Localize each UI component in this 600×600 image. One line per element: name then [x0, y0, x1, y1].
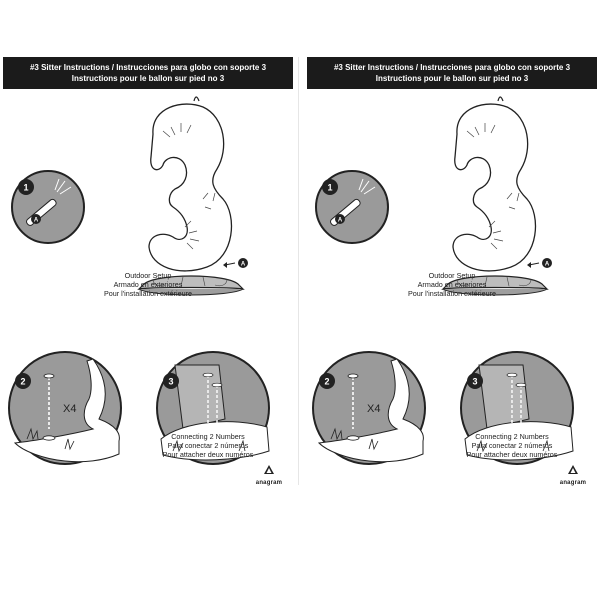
- instruction-panel-left: #3 Sitter Instructions / Instrucciones p…: [3, 57, 293, 486]
- hanging-loop: [497, 96, 504, 102]
- header-line-2: Instructions pour le ballon sur pied no …: [71, 74, 225, 83]
- header-line-1: #3 Sitter Instructions / Instrucciones p…: [29, 63, 267, 72]
- connect-caption-es: Para conectar 2 números: [471, 441, 553, 450]
- callout-a-badge: [542, 258, 552, 268]
- balloon-pair-front: [160, 421, 270, 461]
- outdoor-caption-en: Outdoor Setup: [428, 271, 476, 280]
- instruction-illustrations: A A 1 X4 2: [8, 96, 270, 465]
- connect-caption-fr: Pour attacher deux numéros: [162, 450, 254, 459]
- anagram-logo: anagram: [553, 461, 593, 486]
- callout-a-label: A: [545, 261, 550, 267]
- balloon-pair-front: [464, 421, 574, 461]
- outdoor-setup-caption: Outdoor Setup Armado en exteriores Pour …: [73, 271, 223, 298]
- outdoor-caption-fr: Pour l'installation extérieure: [103, 289, 193, 298]
- outdoor-caption-fr: Pour l'installation extérieure: [407, 289, 497, 298]
- callout-a-label: A: [241, 261, 246, 267]
- step-1-callout-a: A: [34, 217, 39, 223]
- connect-caption-es: Para conectar 2 números: [167, 441, 249, 450]
- balloon-pair-back: [174, 364, 226, 430]
- grass-tufts: [26, 427, 75, 451]
- grass-tufts: [330, 427, 379, 451]
- connect-caption-en: Connecting 2 Numbers: [475, 432, 549, 441]
- panel-separator: [298, 57, 299, 485]
- balloon-edge: [13, 358, 120, 463]
- step-3-badge: [467, 373, 483, 389]
- balloon-creases: [162, 123, 216, 250]
- outdoor-setup-caption: Outdoor Setup Armado en exteriores Pour …: [377, 271, 527, 298]
- balloon-pair-back: [478, 364, 530, 430]
- step-3-number: 3: [168, 377, 173, 387]
- hanging-loop: [193, 96, 200, 102]
- air-lines: [358, 178, 376, 195]
- connecting-caption: Connecting 2 Numbers Para conectar 2 núm…: [427, 432, 597, 459]
- outdoor-caption-es: Armado en exteriores: [417, 280, 487, 289]
- step-1-callout-a: A: [338, 217, 343, 223]
- header-line-1: #3 Sitter Instructions / Instrucciones p…: [333, 63, 571, 72]
- step-3-number: 3: [472, 377, 477, 387]
- air-lines: [54, 178, 72, 195]
- instructions-header: #3 Sitter Instructions / Instrucciones p…: [307, 57, 597, 89]
- balloon-edge: [317, 358, 424, 463]
- outdoor-caption-en: Outdoor Setup: [124, 271, 172, 280]
- number-3-balloon: [452, 103, 537, 272]
- step-1-number: 1: [327, 183, 332, 193]
- stake-multiplier: X4: [63, 403, 76, 415]
- step-2-badge: [15, 373, 31, 389]
- number-3-balloon: [148, 103, 233, 272]
- step-1-badge: [322, 179, 338, 195]
- header-line-2: Instructions pour le ballon sur pied no …: [375, 74, 529, 83]
- step-2-number: 2: [20, 377, 25, 387]
- connect-caption-en: Connecting 2 Numbers: [171, 432, 245, 441]
- instruction-panel-right: #3 Sitter Instructions / Instrucciones p…: [307, 57, 597, 486]
- anagram-logo: anagram: [249, 461, 289, 486]
- instructions-header: #3 Sitter Instructions / Instrucciones p…: [3, 57, 293, 89]
- connecting-caption: Connecting 2 Numbers Para conectar 2 núm…: [123, 432, 293, 459]
- step-2-badge: [319, 373, 335, 389]
- step-3-badge: [163, 373, 179, 389]
- outdoor-caption-es: Armado en exteriores: [113, 280, 183, 289]
- anagram-logo-icon: [264, 465, 274, 474]
- anagram-logo-icon: [568, 465, 578, 474]
- instruction-illustrations: A A 1 X4 2 3: [312, 96, 574, 465]
- step-1-badge: [18, 179, 34, 195]
- connect-caption-fr: Pour attacher deux numéros: [466, 450, 558, 459]
- stake-multiplier: X4: [367, 403, 380, 415]
- step-1-number: 1: [23, 183, 28, 193]
- anagram-wordmark: anagram: [255, 480, 283, 486]
- balloon-creases: [466, 123, 520, 250]
- callout-a-badge: [238, 258, 248, 268]
- anagram-wordmark: anagram: [559, 480, 587, 486]
- step-2-number: 2: [324, 377, 329, 387]
